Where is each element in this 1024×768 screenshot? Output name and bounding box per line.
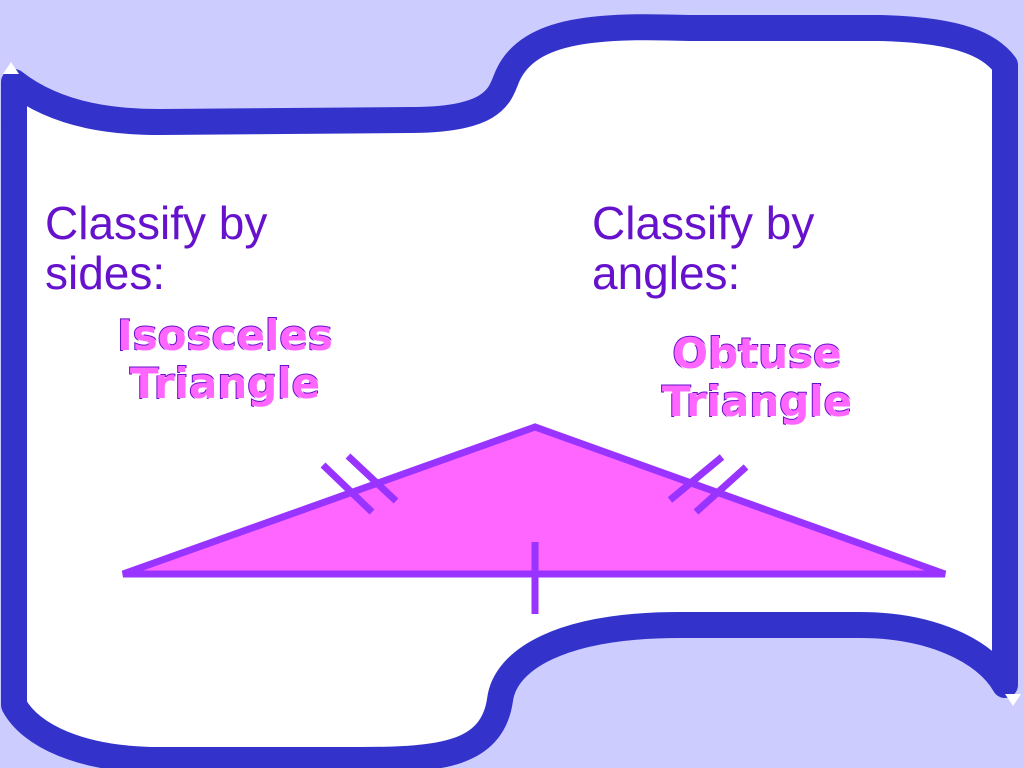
classify-by-sides-line2: sides: <box>45 247 166 299</box>
obtuse-triangle-label: Triangle <box>661 377 853 427</box>
classify-by-sides-prompt: Classify by sides: <box>45 198 267 298</box>
classify-by-angles-line1: Classify by <box>592 197 815 249</box>
classify-by-angles-line2: angles: <box>592 247 741 299</box>
isosceles-triangle-answer: Isosceles Triangle <box>70 311 380 409</box>
scroll-up-arrow-icon <box>3 62 19 74</box>
classify-by-sides-line1: Classify by <box>45 197 268 249</box>
left-side-tick-2 <box>345 453 399 504</box>
isosceles-triangle-label: Triangle <box>129 359 321 409</box>
obtuse-triangle-answer: Obtuse Triangle <box>612 329 902 427</box>
classify-by-angles-prompt: Classify by angles: <box>592 198 814 298</box>
right-side-tick-1 <box>667 454 725 503</box>
obtuse-label: Obtuse <box>671 329 842 379</box>
left-side-tick-marks <box>320 453 399 515</box>
scroll-down-arrow-icon <box>1005 694 1021 706</box>
isosceles-label: Isosceles <box>116 311 334 361</box>
right-side-tick-2 <box>693 464 749 515</box>
right-side-tick-marks <box>667 454 749 515</box>
left-side-tick-1 <box>320 462 375 515</box>
